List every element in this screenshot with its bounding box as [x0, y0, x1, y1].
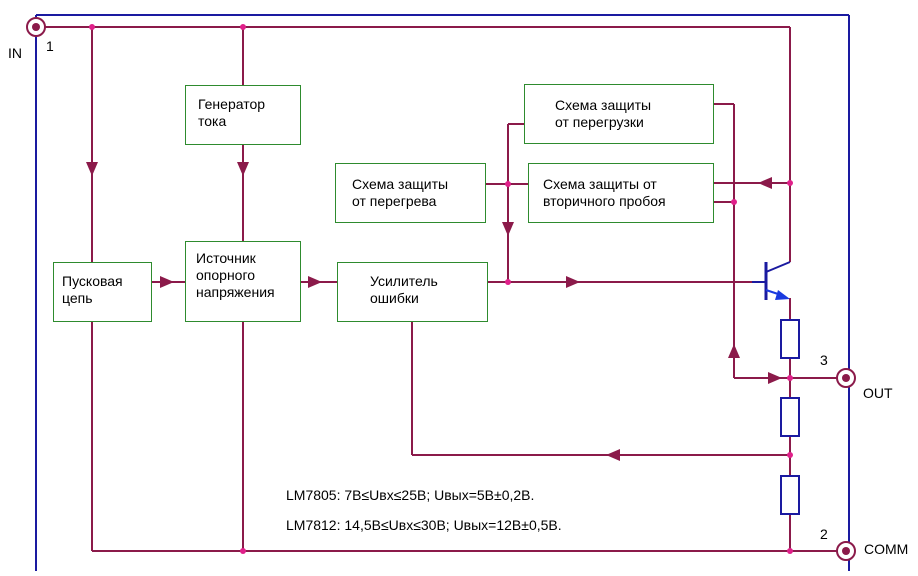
arrow-down-startup — [86, 162, 98, 176]
terminal-in — [26, 17, 46, 37]
error-amplifier-block: Усилитель ошибки — [337, 262, 488, 322]
arrow-left-breakdown — [758, 177, 772, 189]
arrow-right-reference — [308, 276, 322, 288]
arrow-down-generator — [237, 162, 249, 176]
arrow-right-startup — [160, 276, 174, 288]
signal-arrows — [86, 162, 782, 461]
startup-circuit-block: Пусковая цепь — [53, 262, 152, 322]
startup-circuit-line1: Пусковая — [62, 273, 123, 289]
chip-frame — [35, 14, 850, 571]
resistors — [780, 319, 800, 515]
error-amplifier-line1: Усилитель — [370, 273, 438, 289]
reference-source-line1: Источник — [196, 250, 256, 266]
junction-dots — [89, 24, 793, 554]
overload-protection-line1: Схема защиты — [555, 97, 652, 113]
error-amplifier-line2: ошибки — [370, 290, 419, 306]
reference-source-block: Источник опорного напряжения — [185, 241, 301, 322]
arrow-down-protection — [502, 222, 514, 236]
overheat-protection-line2: от перегрева — [352, 193, 437, 209]
pass-transistor — [752, 261, 791, 300]
current-generator-line2: тока — [198, 113, 227, 129]
overheat-protection-line1: Схема защиты — [352, 176, 449, 192]
resistor-sense — [780, 319, 800, 359]
secondary-breakdown-line1: Схема защиты от — [543, 176, 657, 192]
emitter-arrow-icon — [775, 290, 790, 300]
in-pin-number: 1 — [46, 38, 54, 54]
terminal-out — [836, 368, 856, 388]
current-generator-block: Генератор тока — [185, 85, 301, 145]
resistor-divider-top — [780, 397, 800, 437]
overheat-protection-block: Схема защиты от перегрева — [335, 163, 486, 223]
overload-protection-line2: от перегрузки — [555, 114, 644, 130]
terminal-comm — [836, 541, 856, 561]
arrow-left-feedback — [606, 449, 620, 461]
reference-source-line3: напряжения — [196, 284, 275, 300]
reference-source-line2: опорного — [196, 267, 256, 283]
lm7812-spec-note: LM7812: 14,5В≤Uвх≤30В; Uвых=12В±0,5В. — [286, 517, 562, 533]
arrow-up-current-sense — [728, 344, 740, 358]
current-generator-line1: Генератор — [198, 96, 266, 112]
secondary-breakdown-protection-block: Схема защиты от вторичного пробоя — [528, 163, 714, 223]
secondary-breakdown-line2: вторичного пробоя — [543, 193, 666, 209]
startup-circuit-line2: цепь — [62, 290, 93, 306]
out-label: OUT — [863, 385, 893, 401]
in-label: IN — [8, 45, 22, 61]
out-pin-number: 3 — [820, 352, 828, 368]
comm-label: COMM — [864, 541, 909, 557]
arrow-right-out — [768, 372, 782, 384]
arrow-right-amplifier — [566, 276, 580, 288]
wires — [36, 26, 837, 552]
lm7805-spec-note: LM7805: 7В≤Uвх≤25В; Uвых=5В±0,2В. — [286, 487, 535, 503]
comm-pin-number: 2 — [820, 526, 828, 542]
resistor-divider-bottom — [780, 475, 800, 515]
overload-protection-block: Схема защиты от перегрузки — [524, 84, 714, 144]
